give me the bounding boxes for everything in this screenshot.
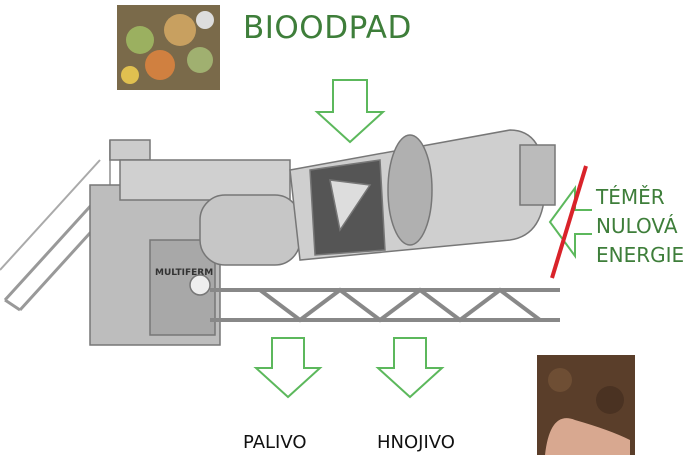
fertilizer-arrow-icon (375, 337, 445, 399)
output-fertilizer-label: HNOJIVO (377, 432, 455, 453)
page-title: BIOODPAD (243, 10, 412, 46)
energy-note-line: TÉMĚR (596, 185, 665, 209)
input-arrow-icon (314, 79, 386, 144)
machine-brand: MULTIFERM (155, 268, 213, 278)
energy-arrow-icon (548, 184, 592, 260)
energy-note-line: NULOVÁ (596, 214, 678, 238)
energy-note: TÉMĚR NULOVÁ ENERGIE (596, 183, 684, 270)
composting-machine: MULTIFERM (0, 129, 560, 346)
compost-photo (537, 355, 635, 455)
biowaste-photo (117, 5, 220, 90)
fuel-arrow-icon (253, 337, 323, 399)
strike-through-line (550, 165, 588, 279)
energy-note-line: ENERGIE (596, 243, 685, 267)
output-fuel-label: PALIVO (243, 432, 307, 453)
